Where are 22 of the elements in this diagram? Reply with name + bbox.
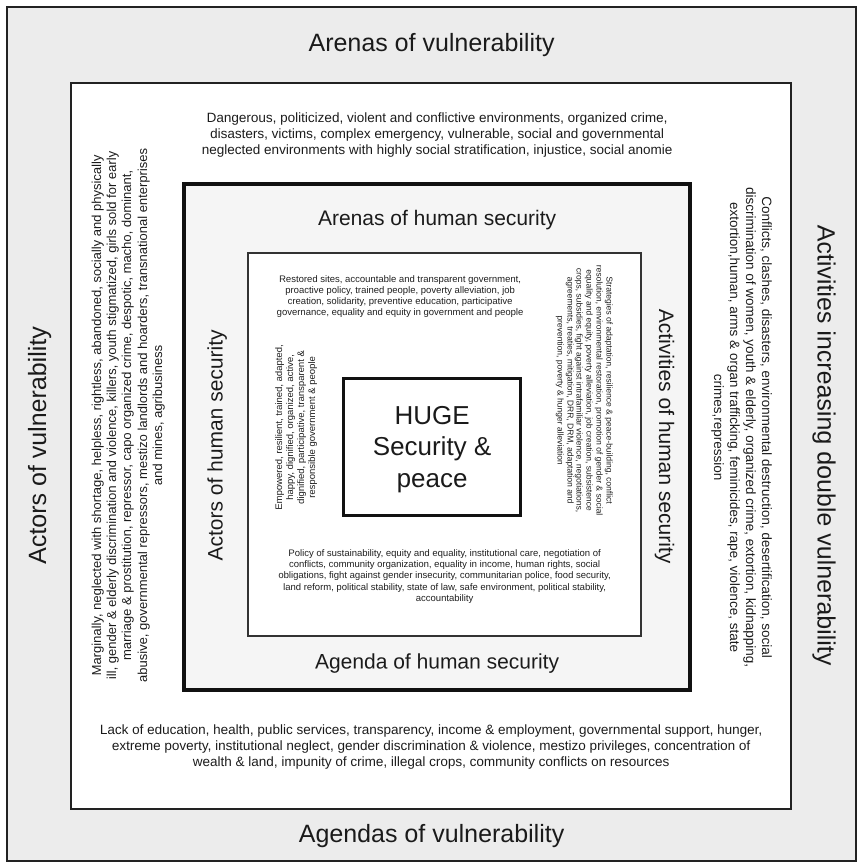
description-text: Restored sites, accountable and transparent government, proactive policy, trained people, poverty alleviation, job creation, solidarity, preventive education, participative governance, equality and equity in government and people [276, 274, 524, 318]
description-text: Lack of education, health, public services, transparency, income & employment, governmental support, hunger, extreme poverty, institutional neglect, gender discrimination & violence, mestizo privileges, concentration of wealth & land, impunity of crime, illegal crops, community conflicts on resources [98, 722, 764, 770]
inner-box [247, 252, 642, 637]
section-heading: Agenda of human security [314, 650, 560, 675]
vulnerability-box [70, 82, 792, 810]
section-heading: Agendas of vulnerability [298, 820, 566, 850]
center-label: HUGE Security & peace [372, 400, 492, 494]
outer-frame [6, 6, 857, 862]
section-heading: Activities of human security [653, 308, 678, 566]
section-heading: Arenas of human security [316, 206, 558, 232]
center-box [342, 377, 522, 517]
description-text: Marginally, neglected with shortage, helpless, rightless, abandoned, socially and physically ill, gender & elderly discrimination and violence, killers, youth stigmatized, girls sold for early marriage & prostitution, repressor, capo organized crime, despotic, macho, dominant, abusive, governmental repressors, mestizo landlords and hoarders, transnational enterprises and mines, agribusiness [88, 148, 165, 682]
description-text: Conflicts, clashes, disasters, environmental destruction, desertification, social discrimination of women, youth & elderly, organized crime, extortion, kidnapping, extortion,human, arms & organ trafficking, feminicides, rape, violence, state crimes,repression [710, 186, 774, 668]
description-text: Strategies of adaptation, resilience & peace-building, conflict resolution, environmental restoration, promotion of gender & social equality and equity, poverty alleviation, job creation, subsistence crops, subsidies, fight against intrafamiliar violence, negotiations, agreements, treaties, mitigation, DRR, DRM, adaptation and prevention, poverty & hunger alleviation [554, 264, 614, 515]
human-security-box [182, 182, 692, 692]
description-text: Dangerous, politicized, violent and conflictive environments, organized crime, disasters, victims, complex emergency, vulnerable, social and governmental neglected environments with highly social stratification, injustice, social anomie [200, 110, 674, 158]
description-text: Policy of sustainability, equity and equality, institutional care, negotiation of conflicts, community organization, equality in income, human rights, social obligations, fight against gender insecurity, communitarian police, food security, land reform, political stability, state of law, safe environment, political stability, accountability [277, 548, 612, 604]
section-heading: Actors of human security [204, 328, 228, 562]
description-text: Empowered, resilient, trained, adapted, happy, dignified, organized, active, dignified, participative, transparent & responsible government & people [274, 342, 318, 512]
section-heading: Actors of vulnerability [24, 325, 54, 566]
section-heading: Activities increasing double vulnerability [810, 224, 840, 668]
section-heading: Arenas of vulnerability [308, 29, 556, 59]
